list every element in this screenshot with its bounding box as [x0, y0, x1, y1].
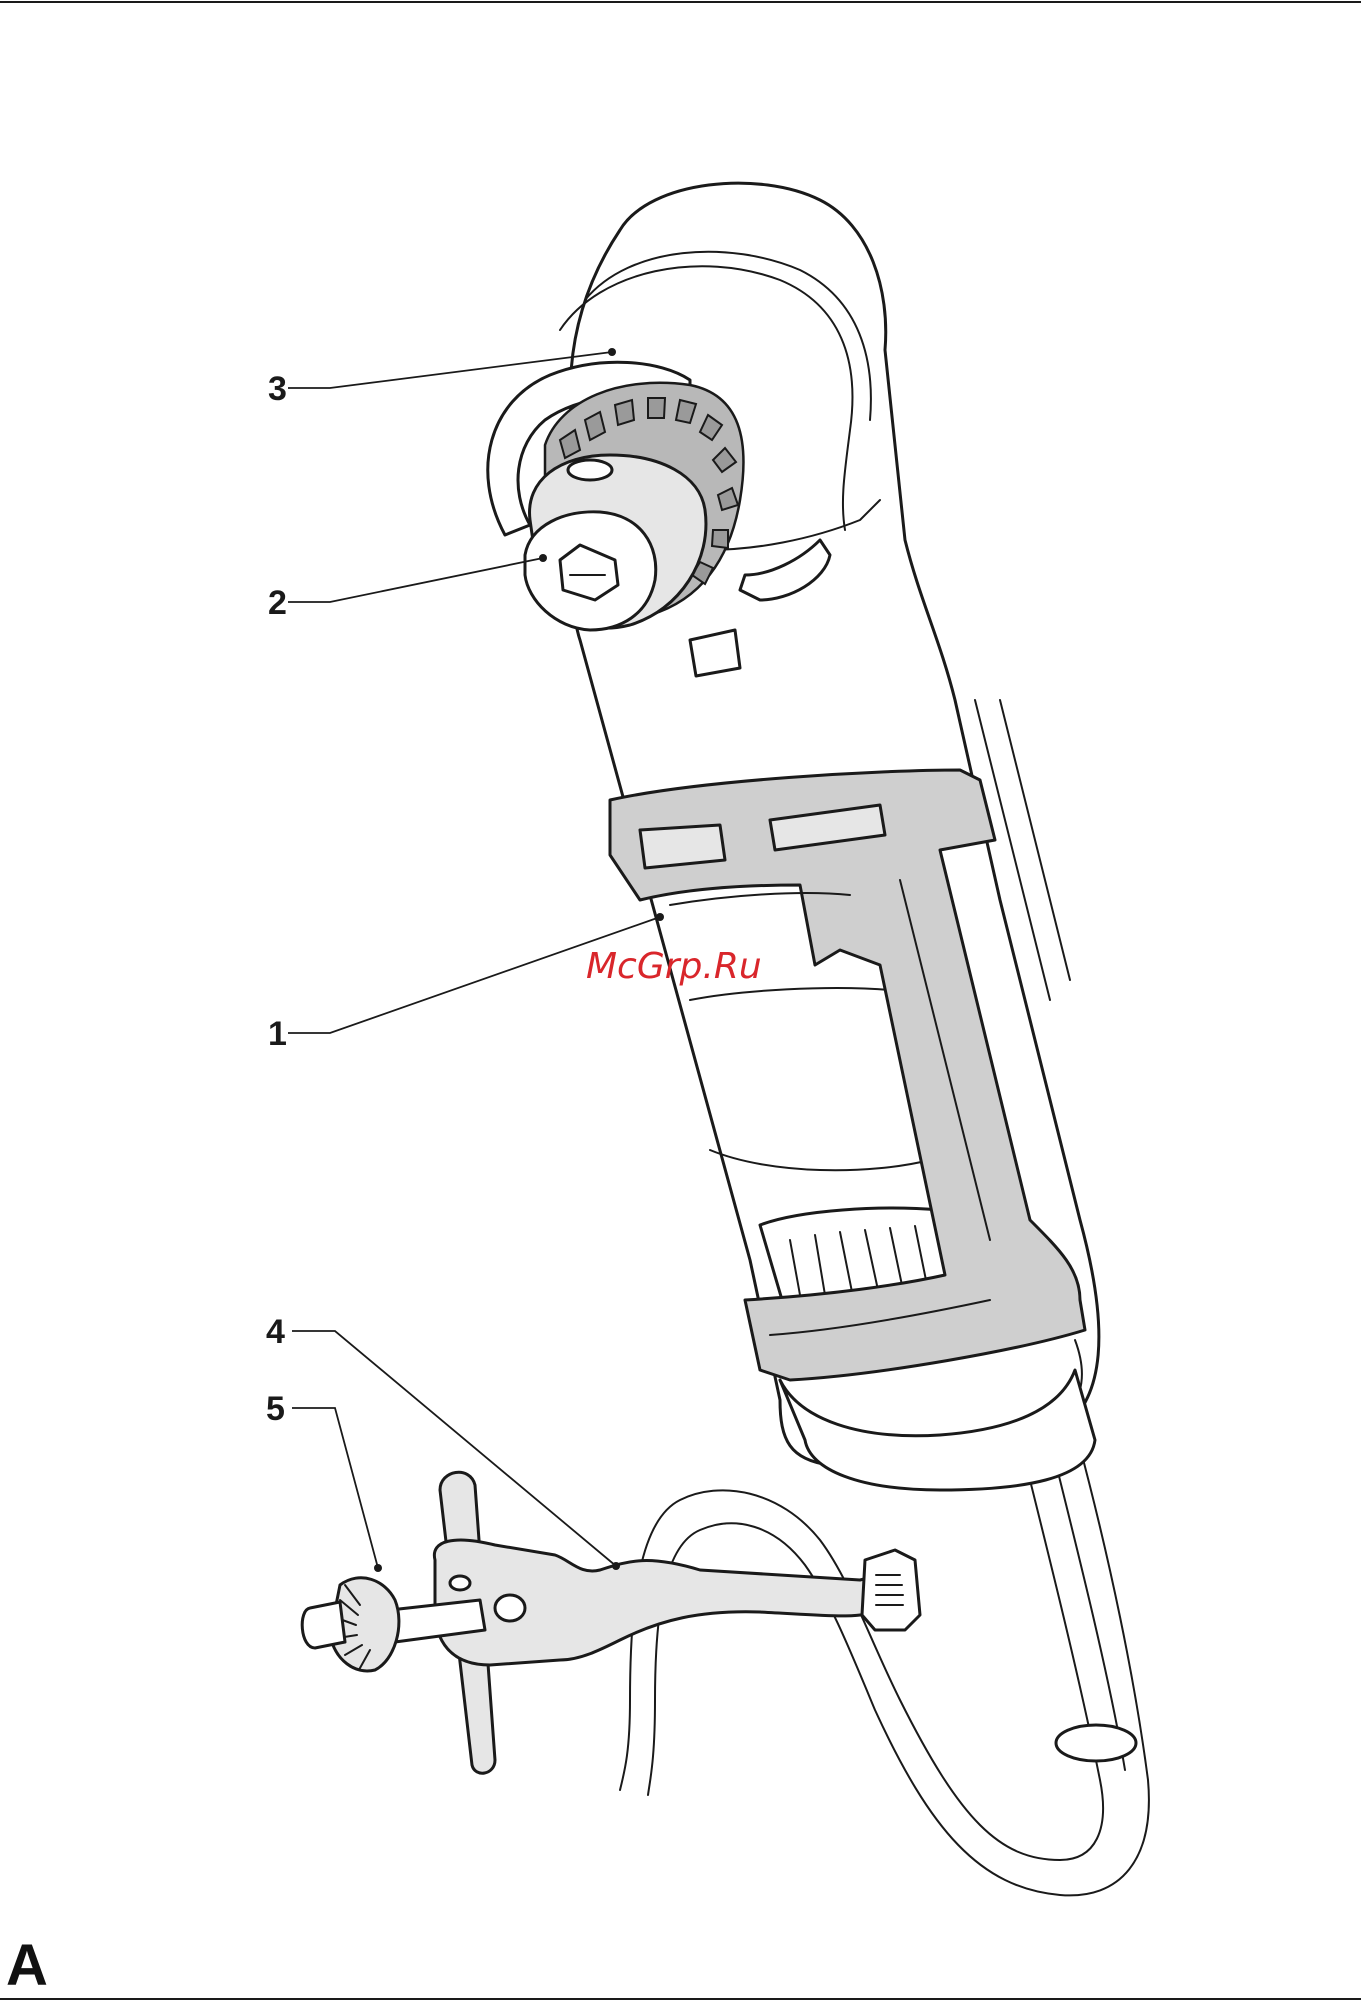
figure-letter: A: [6, 1933, 48, 1998]
callout-5: 5: [266, 1390, 285, 1428]
callout-4: 4: [266, 1313, 285, 1351]
callout-3: 3: [268, 370, 287, 408]
watermark: McGrp.Ru: [586, 946, 762, 987]
callout-1: 1: [268, 1015, 287, 1053]
power-cord: [620, 1440, 1149, 1895]
callout-2: 2: [268, 584, 287, 622]
cord-sleeve: [1056, 1725, 1136, 1761]
chuck-key: [302, 1472, 920, 1773]
